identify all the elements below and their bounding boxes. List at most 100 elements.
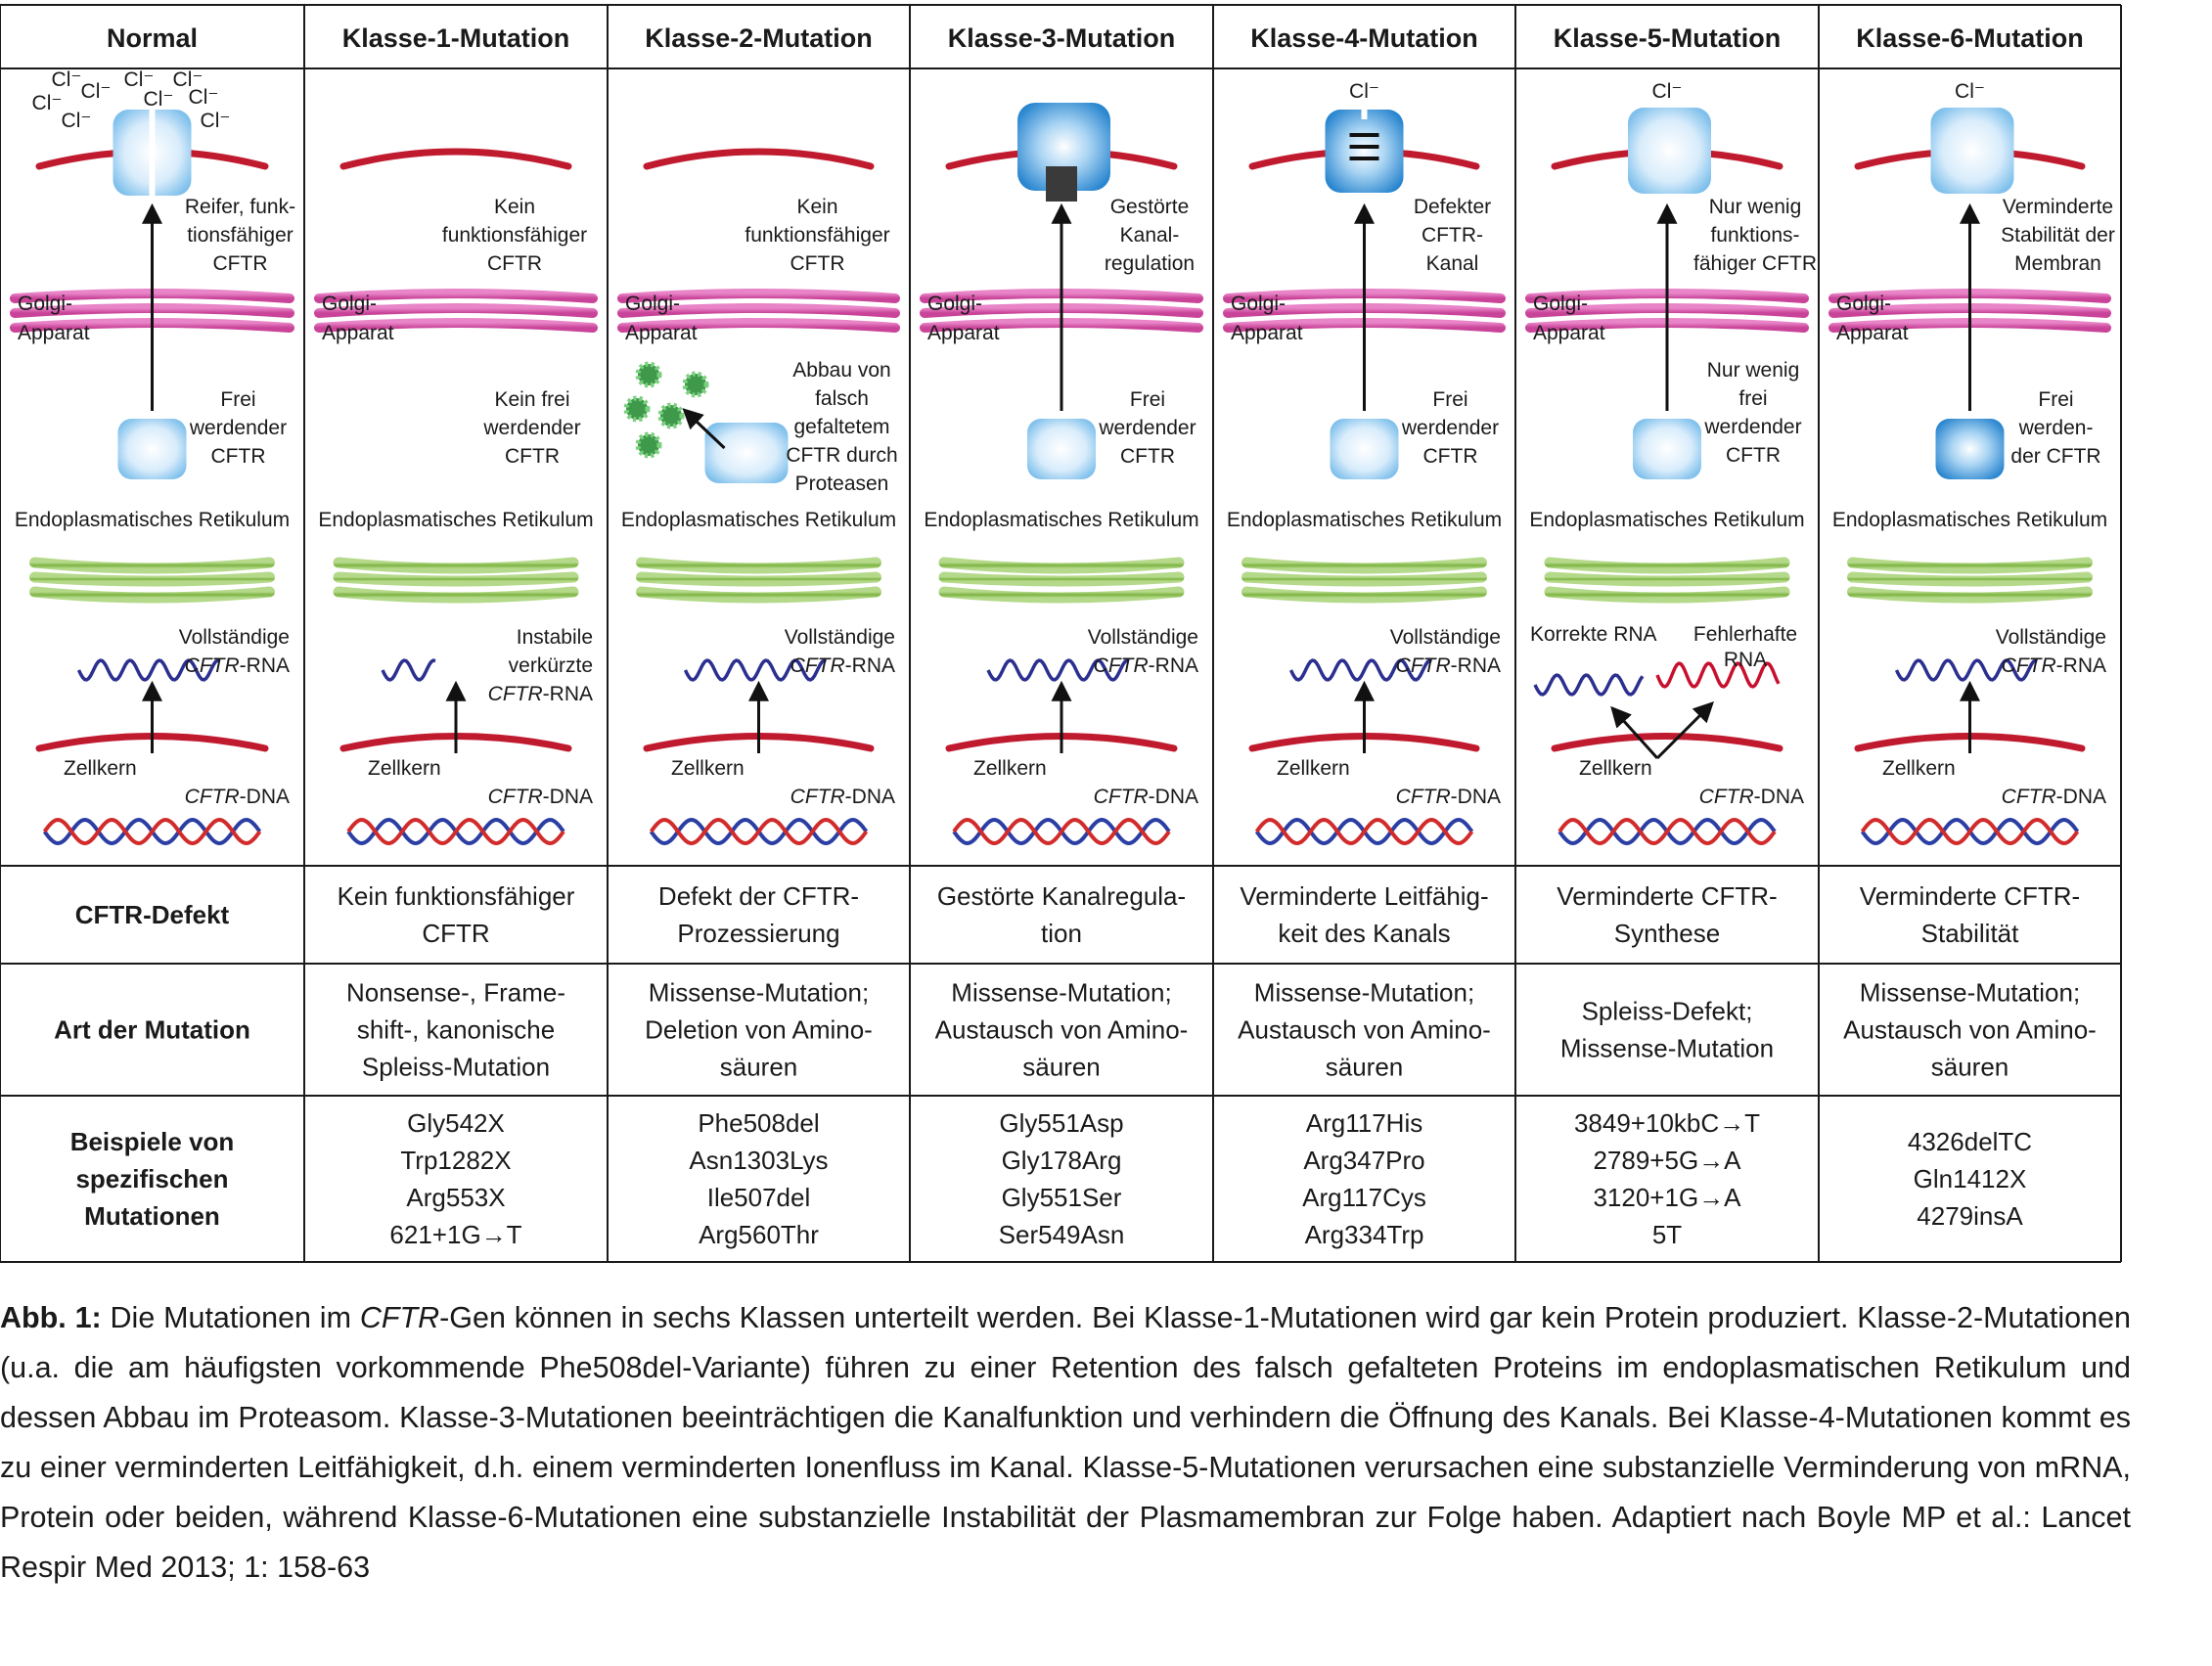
golgi-cisterna-0 — [617, 289, 900, 303]
rna-strand — [1894, 658, 2038, 682]
er-sheet-0 — [1847, 557, 2093, 574]
golgi-label: Golgi-Apparat — [18, 293, 90, 344]
rna-strand — [986, 658, 1130, 682]
er-sheet-2 — [938, 586, 1185, 604]
splice-arrow-faulty — [1655, 701, 1714, 760]
table-cell: Gestörte Kanalregula-tion — [937, 881, 1186, 948]
rna-faulty — [1655, 661, 1781, 689]
dna-label: CFTR-DNA — [2002, 786, 2106, 808]
dna-strand-red — [649, 817, 869, 846]
table-cell: Missense-Mutation;Austausch von Amino-sä… — [1843, 978, 2097, 1082]
chloride-ion: Cl⁻ — [1955, 80, 1985, 103]
dna-label: CFTR-DNA — [1699, 786, 1804, 808]
er-sheet-2 — [1544, 586, 1790, 604]
column-header: Klasse-5-Mutation — [1554, 23, 1782, 53]
chloride-ion-2: Cl⁻ — [81, 80, 112, 103]
column-header: Klasse-6-Mutation — [1856, 23, 2084, 53]
rna-strand — [683, 658, 827, 682]
column-6: Klasse-6-MutationCl⁻Golgi-ApparatVermind… — [1828, 23, 2115, 846]
nucleus-label: Zellkern — [64, 757, 137, 780]
chloride-ion-7: Cl⁻ — [201, 110, 231, 132]
golgi-label: Golgi-Apparat — [322, 293, 394, 344]
chloride-ion: Cl⁻ — [1349, 80, 1379, 103]
figure-caption: Abb. 1: Die Mutationen im CFTR-Gen könne… — [0, 1293, 2131, 1593]
column-header: Klasse-2-Mutation — [645, 23, 873, 53]
row-header: Art der Mutation — [54, 1015, 250, 1045]
er-label: Endoplasmatisches Retikulum — [15, 509, 290, 531]
table-cell: Missense-Mutation;Deletion von Amino-säu… — [645, 978, 873, 1082]
row-header: CFTR-Defekt — [75, 900, 230, 929]
misfolded-cftr — [704, 423, 789, 483]
column-header: Klasse-3-Mutation — [948, 23, 1176, 53]
rna-strand — [381, 658, 436, 682]
rna-strand — [76, 658, 220, 682]
dna-label: CFTR-DNA — [790, 786, 895, 808]
protease-2 — [623, 395, 651, 423]
protease-4 — [635, 431, 662, 459]
er-sheet-1 — [1847, 571, 2093, 587]
released-cftr — [1027, 419, 1096, 479]
protease-0 — [635, 361, 662, 388]
released-cftr — [1330, 419, 1399, 479]
er-sheet-1 — [29, 571, 275, 587]
released-cftr — [1633, 419, 1701, 479]
er-sheet-2 — [1241, 586, 1487, 604]
er-sheet-1 — [1544, 571, 1790, 587]
protease-3 — [657, 402, 685, 429]
column-header: Normal — [107, 23, 198, 53]
dna-strand-red — [952, 817, 1171, 846]
table-cell: Missense-Mutation;Austausch von Amino-sä… — [1238, 978, 1491, 1082]
plasma-membrane — [339, 148, 572, 170]
dna-label: CFTR-DNA — [488, 786, 593, 808]
caption-gene-name: CFTR — [359, 1301, 440, 1334]
er-sheet-2 — [636, 586, 881, 604]
rna-correct — [1533, 673, 1645, 697]
golgi-label: Golgi-Apparat — [927, 293, 1000, 344]
channel-pore — [149, 110, 156, 196]
chloride-ion-0: Cl⁻ — [52, 68, 82, 91]
er-sheet-0 — [1241, 557, 1487, 574]
golgi-cisterna-1 — [617, 303, 900, 318]
er-label: Endoplasmatisches Retikulum — [1832, 509, 2107, 531]
table-cell: Verminderte Leitfähig-keit des Kanals — [1240, 881, 1488, 948]
er-sheet-1 — [1241, 571, 1487, 587]
golgi-label: Golgi-Apparat — [1231, 293, 1303, 344]
dna-strand-red — [1254, 817, 1474, 846]
er-sheet-2 — [1847, 586, 2093, 604]
dna-strand-red — [346, 817, 565, 846]
table-cell: Verminderte CFTR-Synthese — [1557, 881, 1777, 948]
protease-1 — [682, 371, 709, 398]
er-label: Endoplasmatisches Retikulum — [318, 509, 593, 531]
golgi-cisterna-1 — [314, 303, 598, 318]
chloride-ion-3: Cl⁻ — [62, 110, 92, 132]
er-label: Endoplasmatisches Retikulum — [621, 509, 896, 531]
channel-gate-block — [1046, 166, 1077, 202]
chloride-ion: Cl⁻ — [1652, 80, 1683, 103]
column-0: NormalCl⁻Cl⁻Cl⁻Cl⁻Cl⁻Cl⁻Cl⁻Cl⁻Cl⁻Golgi-A… — [10, 23, 295, 846]
cftr-channel-blocked — [1017, 103, 1110, 191]
golgi-label: Golgi-Apparat — [1533, 293, 1605, 344]
golgi-cisterna-0 — [314, 289, 598, 303]
dna-strand-red — [42, 817, 262, 846]
er-sheet-0 — [636, 557, 881, 574]
